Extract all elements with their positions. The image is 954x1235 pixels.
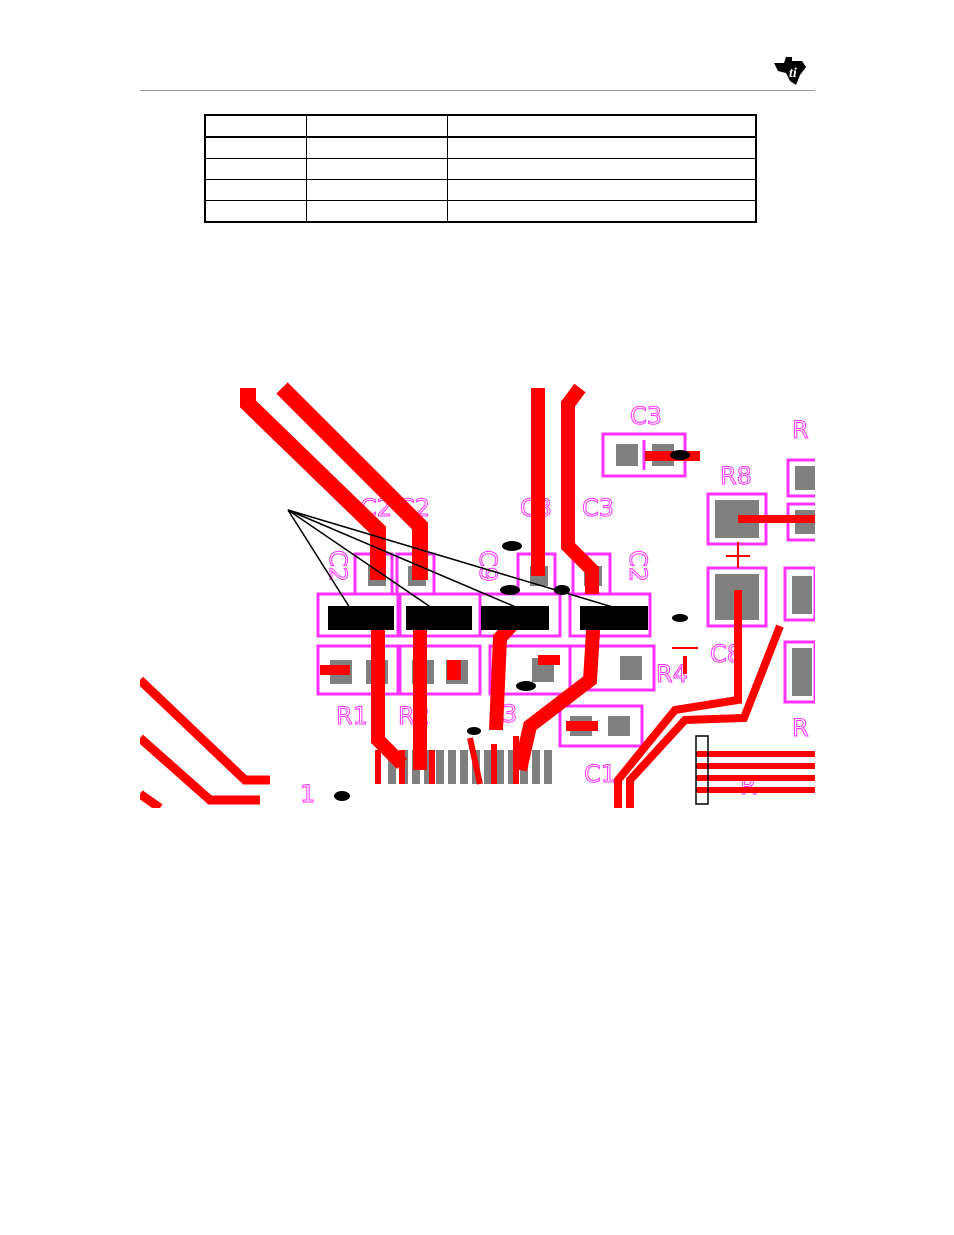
label-box: [481, 606, 549, 630]
svg-text:C9: C9: [474, 550, 502, 582]
svg-text:C2: C2: [324, 550, 352, 582]
svg-text:C3: C3: [630, 402, 662, 430]
annotation-arrows: [287, 509, 617, 609]
svg-text:C3: C3: [582, 494, 614, 522]
label-box: [580, 606, 648, 630]
svg-text:R: R: [792, 714, 809, 742]
label-box: [328, 606, 394, 630]
pcb-layout-figure: C3 R8 R C8 R4 R1 R2 3 C1 1 R R C2 C2 C3 …: [140, 380, 815, 808]
table-row: [204, 114, 757, 138]
svg-text:R4: R4: [656, 660, 688, 688]
table-row: [204, 179, 757, 201]
svg-text:R8: R8: [720, 462, 752, 490]
table-row: [204, 136, 757, 159]
svg-text:R: R: [792, 416, 809, 444]
label-box: [406, 606, 472, 630]
svg-text:1: 1: [300, 780, 315, 808]
copper-traces: [140, 382, 815, 808]
header-rule: [140, 90, 815, 91]
svg-text:3: 3: [502, 700, 517, 728]
table-row: [204, 200, 757, 223]
table-row: [204, 158, 757, 180]
svg-text:ti: ti: [789, 66, 797, 81]
label-boxes: [328, 606, 648, 630]
svg-text:C1: C1: [584, 760, 616, 788]
svg-text:R1: R1: [336, 702, 368, 730]
spec-table: [204, 114, 757, 223]
svg-text:C2: C2: [624, 550, 652, 582]
texas-instruments-logo-icon: ti: [774, 57, 806, 85]
